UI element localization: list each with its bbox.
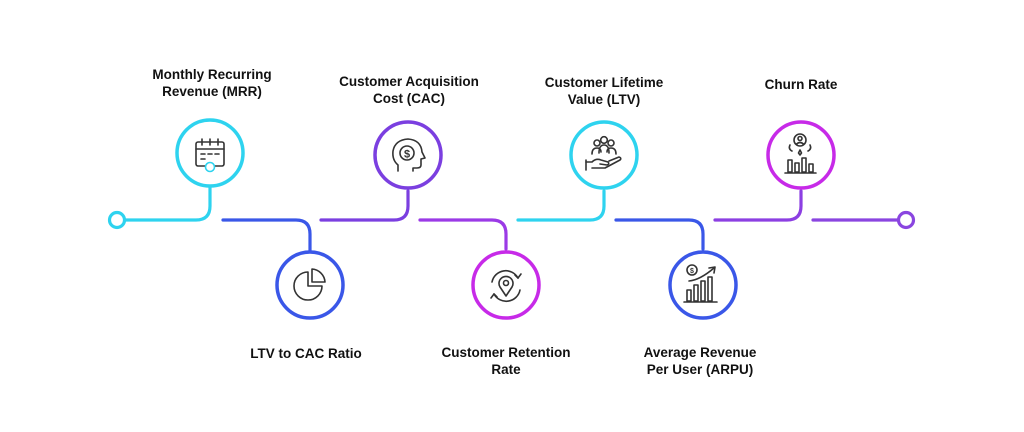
timeline-start-node <box>107 210 127 230</box>
label-arpu-line-2: Per User (ARPU) <box>646 362 754 377</box>
head-dollar-icon: $ <box>392 138 426 172</box>
label-ltv-cac-line-1: LTV to CAC Ratio <box>250 346 362 361</box>
calendar-icon <box>195 138 225 173</box>
pie-chart-icon <box>293 268 326 301</box>
label-arpu: Average Revenue Per User (ARPU) <box>600 344 800 378</box>
label-mrr-line-1: Monthly Recurring <box>152 67 272 82</box>
timeline-end-node <box>896 210 916 230</box>
connector-retention-ltv <box>516 189 606 222</box>
label-churn: Churn Rate <box>701 76 901 93</box>
ring-mrr <box>175 118 245 188</box>
label-retention-line-1: Customer Retention <box>441 345 571 360</box>
label-ltv-line-1: Customer Lifetime <box>544 75 664 90</box>
label-cac-line-2: Cost (CAC) <box>373 91 445 106</box>
ring-ltv <box>569 120 639 190</box>
label-arpu-line-1: Average Revenue <box>643 345 757 360</box>
bar-growth-icon: $ <box>683 264 718 303</box>
label-retention-line-2: Rate <box>491 362 521 377</box>
label-ltv-line-2: Value (LTV) <box>567 92 641 107</box>
label-churn-line-1: Churn Rate <box>764 77 838 92</box>
label-mrr: Monthly Recurring Revenue (MRR) <box>112 66 312 100</box>
retention-pin-icon <box>490 269 522 303</box>
label-ltv-cac: LTV to CAC Ratio <box>206 345 406 362</box>
svg-text:$: $ <box>404 149 410 161</box>
label-cac-line-1: Customer Acquisition <box>339 74 479 89</box>
label-cac: Customer Acquisition Cost (CAC) <box>309 73 509 107</box>
connector-start <box>123 184 212 222</box>
hand-people-icon <box>585 135 622 171</box>
label-retention: Customer Retention Rate <box>406 344 606 378</box>
svg-text:$: $ <box>690 268 694 275</box>
ring-ltv-cac <box>275 250 345 320</box>
connector-ltv-arpu <box>614 218 705 251</box>
label-mrr-line-2: Revenue (MRR) <box>162 84 262 99</box>
ring-arpu <box>668 250 738 320</box>
connector-cac-retention <box>418 218 508 251</box>
churn-bars-icon <box>784 133 817 174</box>
ring-cac <box>373 120 443 190</box>
connector-mrr-ltvcac <box>221 218 312 255</box>
connector-ltvcac-cac <box>319 189 410 222</box>
label-ltv: Customer Lifetime Value (LTV) <box>504 74 704 108</box>
connector-arpu-churn <box>713 189 803 222</box>
